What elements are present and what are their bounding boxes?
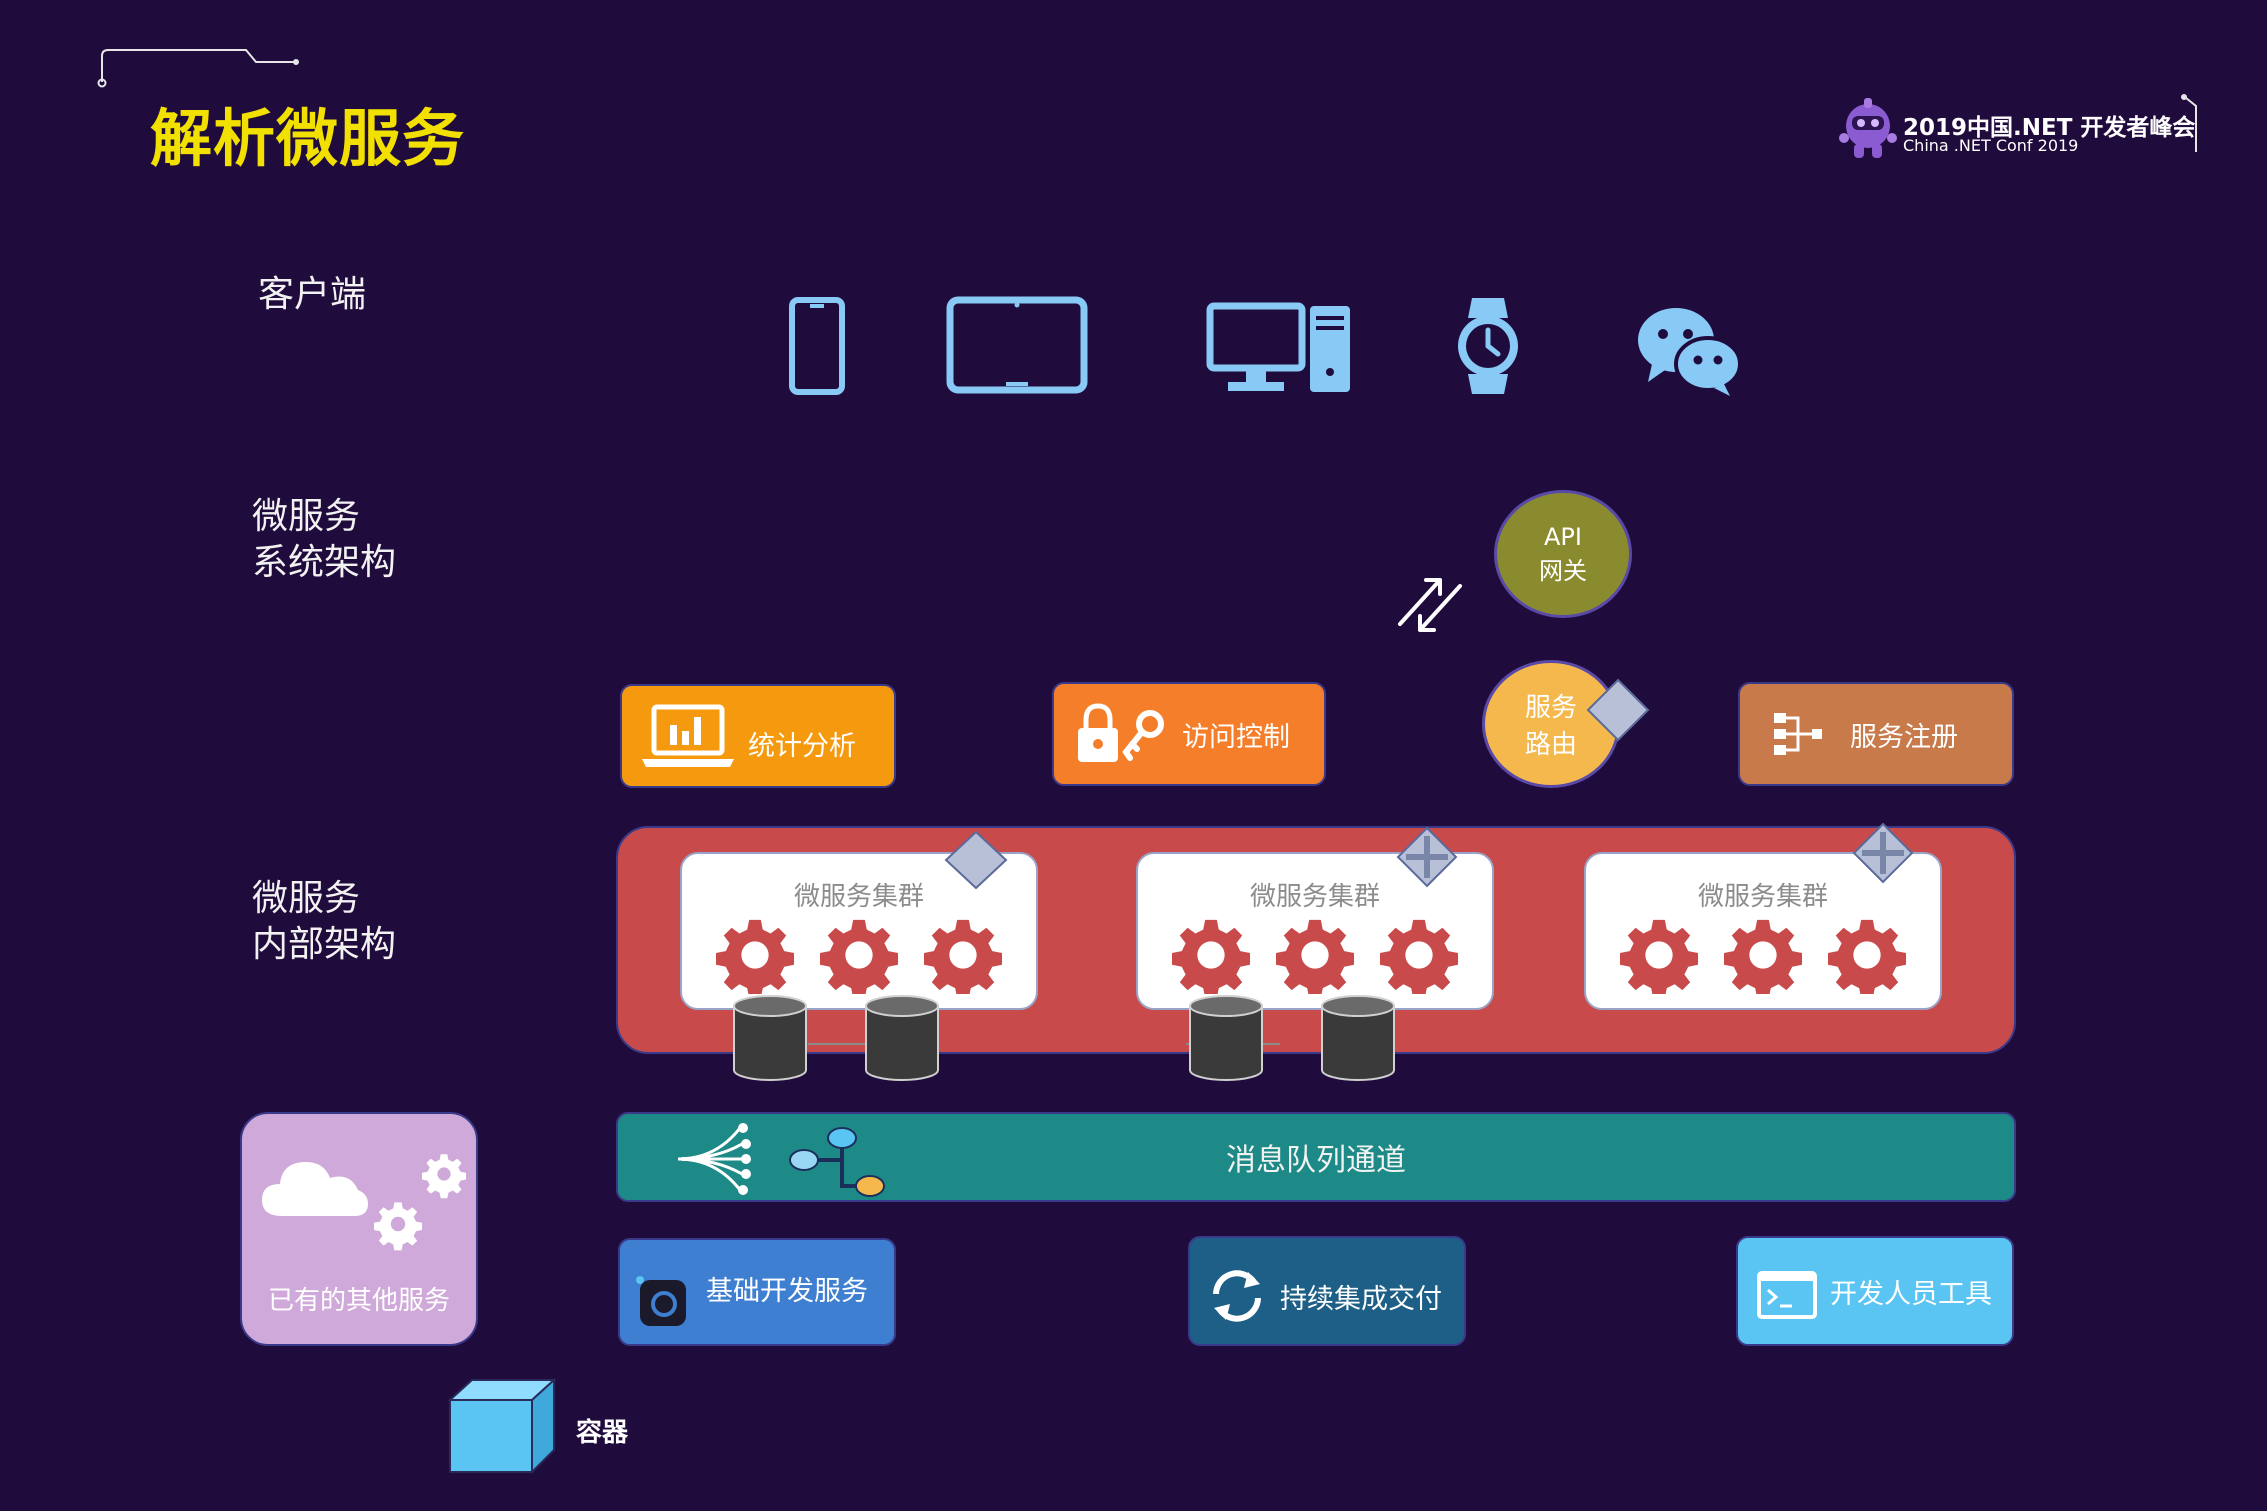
- wechat-icon: [1638, 308, 1742, 396]
- laptop-chart-icon: [642, 704, 734, 767]
- system-label-line1: 微服务: [252, 496, 361, 537]
- page-title: 解析微服务: [150, 102, 466, 175]
- hierarchy-icon: [1774, 713, 1822, 755]
- ci-cd-box: 持续集成交付: [1188, 1236, 1466, 1346]
- service-registry-box: 服务注册: [1738, 682, 2014, 786]
- existing-services-label: 已有的其他服务: [267, 1286, 450, 1316]
- stats-analysis-box: 统计分析: [620, 684, 896, 788]
- service-routing-line2: 路由: [1524, 730, 1577, 760]
- sync-icon: [1213, 1270, 1261, 1322]
- routing-connector-icon: [1586, 678, 1650, 742]
- flow-nodes-icon: [789, 1127, 885, 1197]
- database-icon: [865, 995, 939, 1081]
- gears-icon: [374, 1154, 466, 1251]
- api-gateway-line2: 网关: [1539, 556, 1587, 585]
- fanout-icon: [677, 1123, 751, 1195]
- message-queue-bar: 消息队列通道: [616, 1112, 2016, 1202]
- client-layer-label: 客户端: [258, 274, 367, 315]
- access-control-label: 访问控制: [1182, 721, 1290, 753]
- internal-label-line1: 微服务: [252, 878, 361, 919]
- smartwatch-icon: [1458, 298, 1518, 394]
- lock-key-icon: [1078, 703, 1164, 762]
- circuit-decoration-right: [2181, 94, 2197, 152]
- database-icon: [1189, 995, 1263, 1081]
- microservice-cluster-2: 微服务集群: [1136, 852, 1494, 1010]
- cluster-title: 微服务集群: [1697, 882, 1828, 912]
- basic-dev-services-box: 基础开发服务: [618, 1238, 896, 1346]
- service-routing-node: 服务 路由: [1482, 660, 1620, 788]
- cluster-title: 微服务集群: [793, 882, 924, 912]
- conference-title: 2019中国.NET 开发者峰会: [1903, 115, 2196, 141]
- system-label-line2: 系统架构: [252, 542, 397, 583]
- gear-icon: [1276, 919, 1354, 994]
- gear-icon: [716, 919, 794, 994]
- conference-subtitle: China .NET Conf 2019: [1903, 136, 2079, 155]
- conference-mascot-logo: [1839, 98, 1897, 158]
- stats-analysis-label: 统计分析: [748, 730, 856, 762]
- circuit-decoration-left: [97, 49, 299, 88]
- basic-services-icon: [636, 1276, 686, 1326]
- cloud-icon: [262, 1162, 368, 1216]
- container-cube-icon: [448, 1378, 556, 1474]
- gear-icon: [1828, 919, 1906, 994]
- cluster-connector-icon: [944, 830, 1008, 890]
- internal-label-line2: 内部架构: [252, 924, 397, 965]
- developer-tools-box: 开发人员工具: [1736, 1236, 2014, 1346]
- api-gateway-node: API 网关: [1494, 490, 1632, 618]
- basic-dev-services-label: 基础开发服务: [706, 1275, 868, 1307]
- gear-icon: [820, 919, 898, 994]
- bidirectional-arrow-icon: [1398, 578, 1462, 632]
- gear-icon: [1724, 919, 1802, 994]
- gear-icon: [1172, 919, 1250, 994]
- terminal-icon: [1757, 1271, 1817, 1319]
- desktop-icon: [1206, 302, 1350, 392]
- service-routing-line1: 服务: [1524, 693, 1577, 723]
- gear-icon: [1620, 919, 1698, 994]
- system-architecture-label: 微服务 系统架构: [252, 494, 396, 586]
- container-legend-label: 容器: [576, 1418, 629, 1448]
- access-control-box: 访问控制: [1052, 682, 1326, 786]
- cluster-scale-icon: [1396, 826, 1458, 888]
- cluster-scale-icon: [1852, 822, 1914, 884]
- service-registry-label: 服务注册: [1850, 721, 1958, 753]
- gear-icon: [924, 919, 1002, 994]
- tablet-icon: [946, 296, 1088, 394]
- gear-icon: [1380, 919, 1458, 994]
- internal-architecture-label: 微服务 内部架构: [252, 876, 396, 968]
- api-gateway-line1: API: [1544, 522, 1582, 551]
- developer-tools-label: 开发人员工具: [1830, 1278, 1992, 1310]
- phone-icon: [789, 297, 845, 395]
- existing-services-box: 已有的其他服务: [240, 1112, 478, 1346]
- message-queue-label: 消息队列通道: [1226, 1143, 1406, 1178]
- database-icon: [1321, 995, 1395, 1081]
- microservice-cluster-3: 微服务集群: [1584, 852, 1942, 1010]
- ci-cd-label: 持续集成交付: [1280, 1283, 1442, 1315]
- database-icon: [733, 995, 807, 1081]
- cluster-title: 微服务集群: [1249, 882, 1380, 912]
